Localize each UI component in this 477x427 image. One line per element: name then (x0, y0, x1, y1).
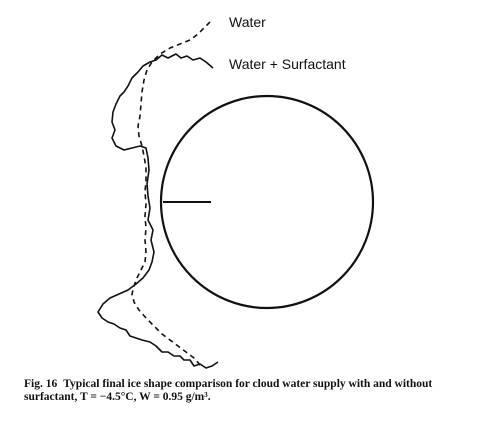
ice-profile-water-dashed (131, 21, 211, 367)
legend-label-water-surfactant: Water + Surfactant (229, 56, 346, 72)
ice-profile-water-surfactant-solid (97, 53, 219, 369)
cylinder-outline (159, 94, 375, 310)
figure-caption-text: Typical final ice shape comparison for c… (24, 378, 433, 403)
figure-number: Fig. 16 (24, 378, 58, 390)
legend-label-water: Water (229, 14, 266, 30)
